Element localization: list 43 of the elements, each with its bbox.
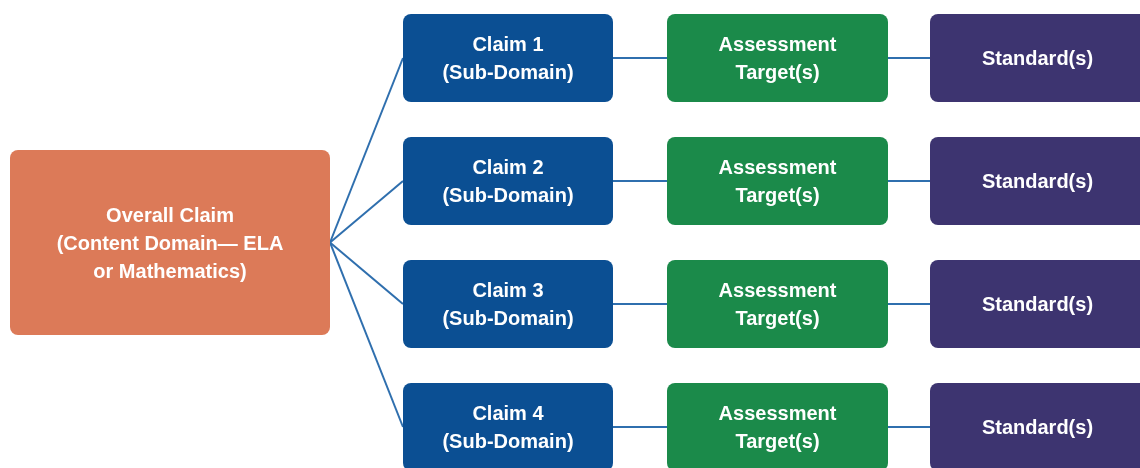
box-label: (Content Domain— ELA or Mathematics) bbox=[55, 230, 285, 284]
connector-line bbox=[612, 180, 668, 182]
standard-box bbox=[930, 260, 1140, 348]
box-label: Overall Claim bbox=[106, 202, 234, 228]
box-label: Claim 3 bbox=[472, 278, 544, 303]
standard-box bbox=[930, 383, 1140, 468]
overall-claim-box bbox=[10, 150, 330, 335]
box-label: Standard(s) bbox=[981, 46, 1094, 71]
box-label: Assessment Target(s) bbox=[717, 155, 838, 208]
assessment-target-box bbox=[667, 383, 888, 468]
assessment-target-box bbox=[667, 14, 888, 102]
box-label: Claim 4 bbox=[472, 401, 544, 426]
connector-line bbox=[887, 303, 931, 305]
box-label: Assessment Target(s) bbox=[717, 278, 838, 331]
standard-box bbox=[930, 14, 1140, 102]
connector-line bbox=[612, 426, 668, 428]
claim-box bbox=[403, 14, 613, 102]
box-label: Claim 2 bbox=[472, 155, 544, 180]
connector-line bbox=[887, 180, 931, 182]
connector-line bbox=[329, 241, 404, 305]
connector-line bbox=[329, 241, 404, 428]
connector-line bbox=[612, 303, 668, 305]
connector-line bbox=[887, 57, 931, 59]
connector-line bbox=[887, 426, 931, 428]
box-label: Standard(s) bbox=[981, 292, 1094, 317]
box-label: (Sub-Domain) bbox=[442, 60, 574, 85]
box-label: Assessment Target(s) bbox=[717, 401, 838, 454]
claim-box bbox=[403, 137, 613, 225]
connector-line bbox=[329, 57, 404, 244]
box-label: (Sub-Domain) bbox=[442, 429, 574, 454]
box-label: Standard(s) bbox=[981, 415, 1094, 440]
claim-box bbox=[403, 260, 613, 348]
claim-box bbox=[403, 383, 613, 468]
box-label: Claim 1 bbox=[472, 32, 544, 57]
box-label: (Sub-Domain) bbox=[442, 306, 574, 331]
box-label: Assessment Target(s) bbox=[717, 32, 838, 85]
box-label: (Sub-Domain) bbox=[442, 183, 574, 208]
connector-line bbox=[329, 180, 404, 244]
connector-line bbox=[612, 57, 668, 59]
assessment-target-box bbox=[667, 137, 888, 225]
box-label: Standard(s) bbox=[981, 169, 1094, 194]
standard-box bbox=[930, 137, 1140, 225]
assessment-target-box bbox=[667, 260, 888, 348]
